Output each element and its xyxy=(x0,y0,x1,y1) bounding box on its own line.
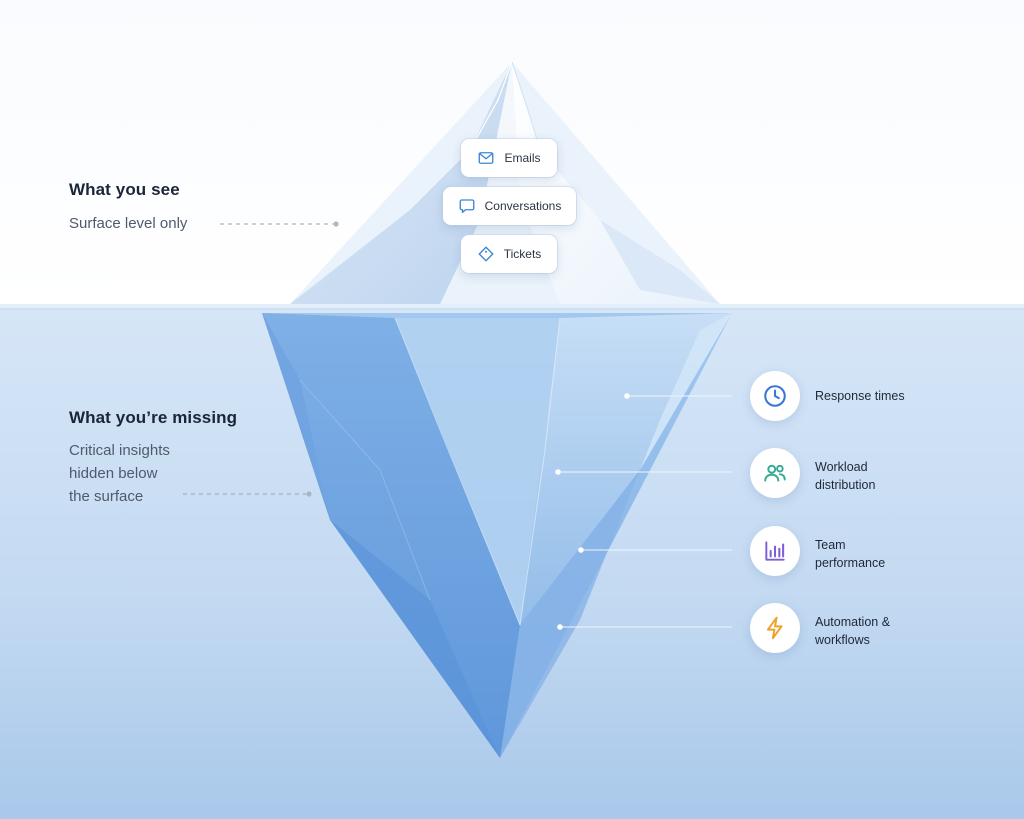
missing-line-1: Critical insights xyxy=(69,442,170,459)
hidden-item-label-line-2: performance xyxy=(815,556,886,570)
hidden-item-response-times-icon-badge xyxy=(750,371,800,421)
hidden-item-leaders xyxy=(555,393,732,630)
water-surface xyxy=(0,304,1024,309)
what-you-missing-title: What you’re missing xyxy=(69,408,238,427)
hidden-item-label-line-1: Workload xyxy=(815,460,868,474)
hidden-item-label-line-2: workflows xyxy=(815,633,870,647)
what-you-see-title: What you see xyxy=(69,180,180,199)
surface-item-label: Emails xyxy=(504,151,541,165)
what-you-see-subtitle: Surface level only xyxy=(69,212,187,235)
hidden-item-label-line-2: distribution xyxy=(815,478,876,492)
iceberg-underwater xyxy=(262,313,732,758)
hidden-item-automation-workflows: Automation & workflows xyxy=(815,613,890,649)
iceberg-tip xyxy=(290,61,720,304)
surface-item-emails: Emails xyxy=(461,139,557,177)
users-icon xyxy=(764,464,786,482)
mail-icon xyxy=(479,152,494,164)
ticket-icon xyxy=(478,246,494,262)
hidden-item-automation-icon-badge xyxy=(750,603,800,653)
hidden-item-team-performance: Team performance xyxy=(815,536,885,572)
surface-item-conversations: Conversations xyxy=(443,187,576,225)
surface-item-label: Conversations xyxy=(484,199,562,213)
hidden-item-response-times: Response times xyxy=(815,387,905,405)
leader-dot-what-you-missing xyxy=(306,491,312,497)
missing-line-3: the surface xyxy=(69,488,144,505)
lightning-icon xyxy=(766,616,783,640)
surface-item-label: Tickets xyxy=(503,247,542,261)
hidden-item-label: Response times xyxy=(815,389,905,403)
bar-chart-icon xyxy=(765,541,785,561)
missing-line-2: hidden below xyxy=(69,465,158,482)
what-you-see-line: Surface level only xyxy=(69,215,188,232)
hidden-item-workload-icon-badge xyxy=(750,448,800,498)
hidden-item-label-line-1: Automation & xyxy=(815,615,891,629)
leader-dot-what-you-see xyxy=(333,221,339,227)
hidden-item-label-line-1: Team xyxy=(815,538,846,552)
chat-bubble-icon xyxy=(459,199,475,214)
clock-icon xyxy=(764,385,786,407)
hidden-item-workload-distribution: Workload distribution xyxy=(815,458,875,494)
what-you-missing-subtitle: Critical insights hidden below the surfa… xyxy=(69,439,170,508)
surface-item-tickets: Tickets xyxy=(461,235,557,273)
hidden-item-performance-icon-badge xyxy=(750,526,800,576)
